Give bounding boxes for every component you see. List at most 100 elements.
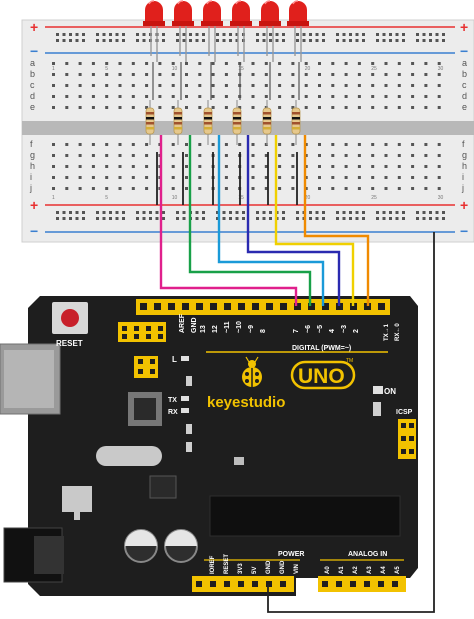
terminal-hole <box>331 165 335 168</box>
reset-button[interactable] <box>61 309 79 327</box>
red-led <box>143 0 165 62</box>
header-pin[interactable] <box>322 303 329 310</box>
digital-pin-label: ~10 <box>236 321 243 333</box>
row-letter: f <box>30 139 33 149</box>
header-pin[interactable] <box>238 303 245 310</box>
row-letter: g <box>30 150 35 160</box>
header-pin[interactable] <box>294 303 301 310</box>
header-pin[interactable] <box>364 303 371 310</box>
header-pin[interactable] <box>336 303 343 310</box>
terminal-hole <box>78 62 82 65</box>
terminal-hole <box>185 187 188 190</box>
terminal-hole <box>264 95 268 98</box>
rail-hole <box>109 39 112 42</box>
header-pin[interactable] <box>196 581 202 587</box>
terminal-hole <box>397 187 401 190</box>
terminal-hole <box>224 176 228 179</box>
terminal-hole <box>411 84 415 87</box>
terminal-hole <box>264 165 268 168</box>
header-pin[interactable] <box>154 303 161 310</box>
terminal-hole <box>185 95 188 98</box>
header-pin[interactable] <box>224 303 231 310</box>
terminal-hole <box>158 62 162 65</box>
terminal-hole <box>357 62 361 65</box>
terminal-hole <box>131 84 135 87</box>
terminal-hole <box>185 62 188 65</box>
smd-resistor <box>186 442 192 452</box>
rail-hole <box>376 39 379 42</box>
rail-hole <box>269 211 272 214</box>
terminal-hole <box>371 187 375 190</box>
header-pin[interactable] <box>350 581 356 587</box>
terminal-hole <box>198 176 202 179</box>
header-pin[interactable] <box>182 303 189 310</box>
terminal-hole <box>118 187 122 190</box>
rail-hole <box>222 217 226 220</box>
terminal-hole <box>52 176 55 179</box>
header-pin[interactable] <box>196 303 203 310</box>
terminal-hole <box>52 187 55 190</box>
rail-hole <box>176 39 179 42</box>
terminal-hole <box>318 187 321 190</box>
rail-hole <box>309 39 312 42</box>
rx-led <box>181 408 189 413</box>
header-pin[interactable] <box>224 581 230 587</box>
header-pin[interactable] <box>140 303 147 310</box>
header-pin[interactable] <box>322 581 328 587</box>
header-pin[interactable] <box>280 581 286 587</box>
terminal-hole <box>238 106 242 109</box>
header-pin[interactable] <box>210 581 216 587</box>
rail-hole <box>262 211 266 214</box>
rail-hole <box>195 33 199 36</box>
rail-hole <box>269 33 272 36</box>
header-pin[interactable] <box>280 303 287 310</box>
header-pin[interactable] <box>252 303 259 310</box>
rail-hole <box>56 217 59 220</box>
terminal-hole <box>118 165 122 168</box>
terminal-hole <box>344 95 348 98</box>
terminal-hole <box>251 143 255 146</box>
rail-hole <box>309 211 312 214</box>
rail-hole <box>435 39 439 42</box>
terminal-hole <box>437 84 441 87</box>
terminal-hole <box>278 154 282 157</box>
header-pin[interactable] <box>364 581 370 587</box>
rail-hole <box>336 33 339 36</box>
header-pin[interactable] <box>392 581 398 587</box>
terminal-hole <box>251 154 255 157</box>
header-pin[interactable] <box>266 581 272 587</box>
header-pin[interactable] <box>336 581 342 587</box>
header-pin[interactable] <box>266 303 273 310</box>
rail-hole <box>422 211 426 214</box>
header-pin[interactable] <box>210 303 217 310</box>
model-badge <box>290 360 356 390</box>
power-pin-label: IOREF <box>210 555 216 574</box>
header-pin[interactable] <box>350 303 357 310</box>
terminal-hole <box>171 95 175 98</box>
terminal-hole <box>251 62 255 65</box>
terminal-hole <box>384 62 388 65</box>
red-led <box>201 0 223 62</box>
terminal-hole <box>224 95 228 98</box>
header-pin[interactable] <box>378 581 384 587</box>
header-pin[interactable] <box>378 303 385 310</box>
digital-pin-label: ~11 <box>224 321 231 333</box>
terminal-hole <box>437 73 441 76</box>
terminal-hole <box>171 73 175 76</box>
rail-plus-right-bottom: + <box>460 197 468 213</box>
header-pin[interactable] <box>252 581 258 587</box>
header-pin[interactable] <box>238 581 244 587</box>
terminal-hole <box>224 84 228 87</box>
terminal-hole <box>278 187 282 190</box>
terminal-hole <box>211 84 215 87</box>
rail-hole <box>395 217 399 220</box>
terminal-hole <box>304 84 308 87</box>
header-pin[interactable] <box>308 303 315 310</box>
terminal-hole <box>251 95 255 98</box>
terminal-hole <box>224 106 228 109</box>
terminal-hole <box>264 143 268 146</box>
terminal-hole <box>331 95 335 98</box>
header-pin[interactable] <box>168 303 175 310</box>
rail-hole <box>355 211 359 214</box>
